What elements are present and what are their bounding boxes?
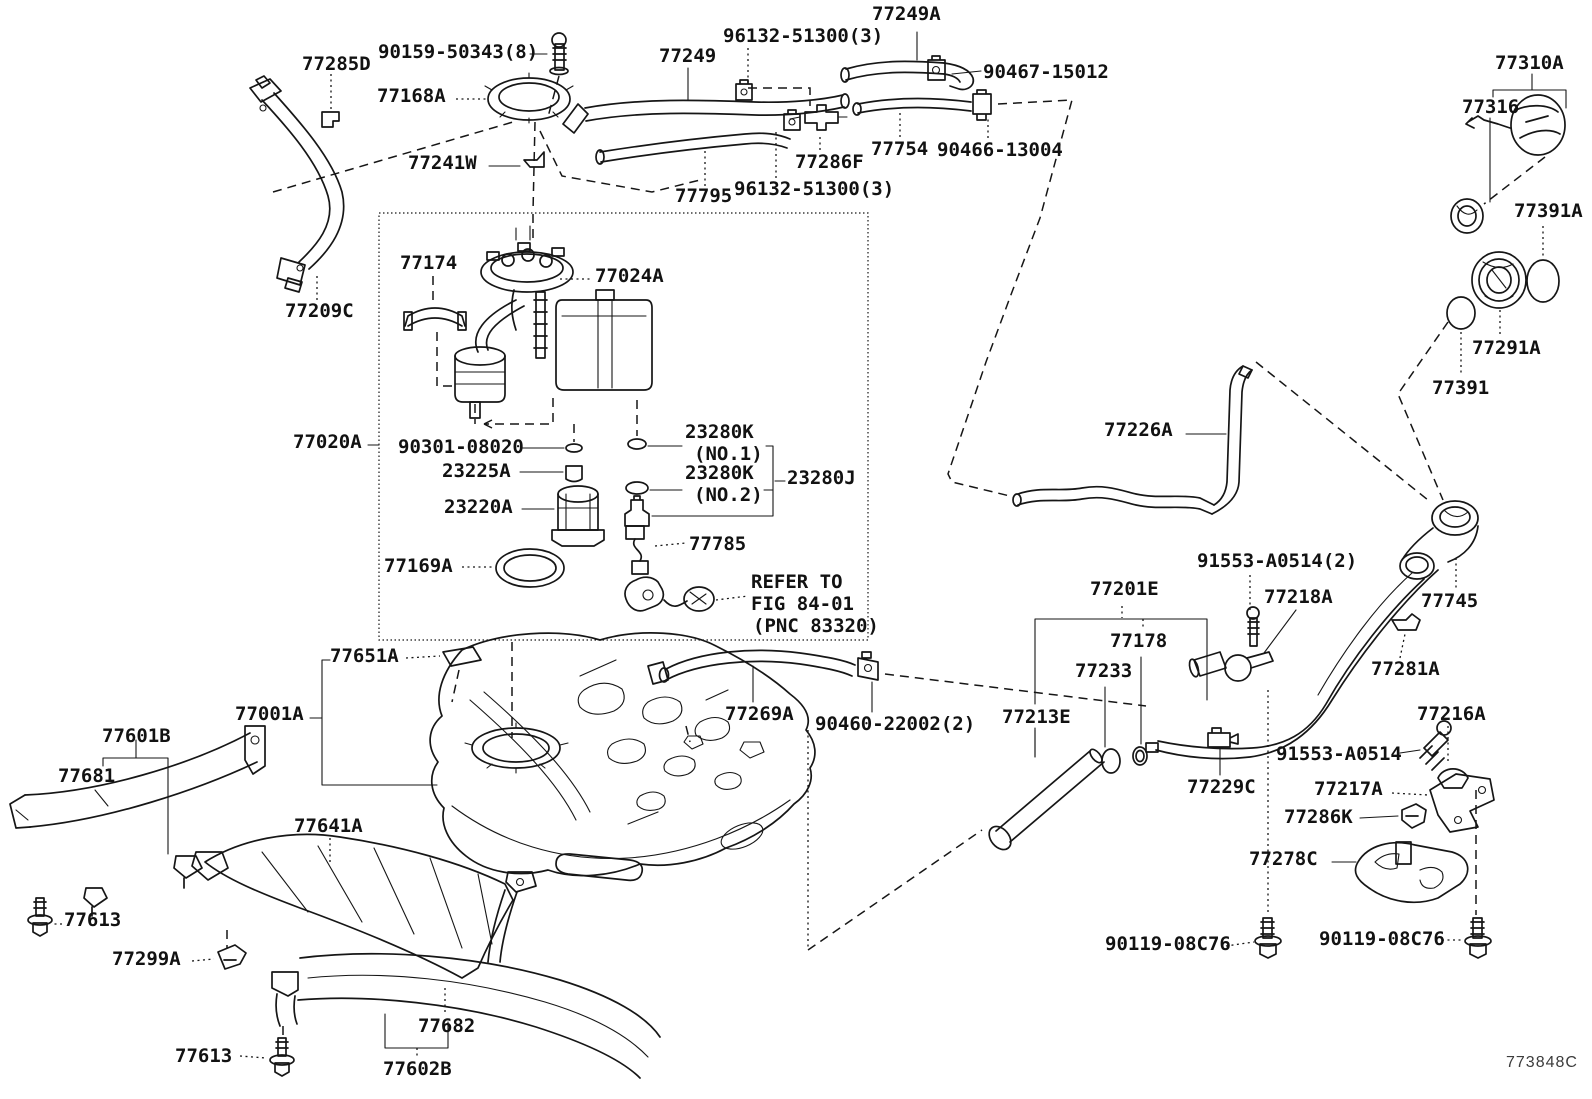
part-label-77001a-53: 77001A <box>235 703 304 725</box>
part-label-77226a-35: 77226A <box>1104 419 1173 441</box>
part-label-77168a-2: 77168A <box>377 85 446 107</box>
part-label-96132-51300-3-11: 96132-51300(3) <box>734 178 895 200</box>
part-label-77754-9: 77754 <box>871 138 929 160</box>
breather-tube-77226a-drawing <box>1013 362 1428 514</box>
part-label-pnc-83320-34: (PNC 83320) <box>753 615 879 637</box>
part-label-77785-31: 77785 <box>689 533 747 555</box>
part-label-77613-61: 77613 <box>175 1045 233 1067</box>
part-label-77178-38: 77178 <box>1110 630 1168 652</box>
fuel-pump-module-box-drawing <box>368 213 868 738</box>
part-label-90466-13004-10: 90466-13004 <box>937 139 1063 161</box>
part-label-77285d-0: 77285D <box>302 53 371 75</box>
part-label-77651a-52: 77651A <box>330 645 399 667</box>
part-label-90119-08c76-50: 90119-08C76 <box>1105 933 1231 955</box>
part-label-77213e-43: 77213E <box>1002 706 1071 728</box>
part-label-77217a-47: 77217A <box>1314 778 1383 800</box>
part-label-fig-84-01-33: FIG 84-01 <box>751 593 854 615</box>
part-label-90119-08c76-51: 90119-08C76 <box>1319 928 1445 950</box>
part-label-77291a-16: 77291A <box>1472 337 1541 359</box>
part-label-77391a-15: 77391A <box>1514 200 1583 222</box>
fuel-tank-77001a-drawing <box>310 633 982 962</box>
part-label-77229c-46: 77229C <box>1187 776 1256 798</box>
part-label-77286f-8: 77286F <box>795 151 864 173</box>
part-label-77269a-54: 77269A <box>725 703 794 725</box>
part-label-23280j-30: 23280J <box>787 467 856 489</box>
filler-pipe-brackets-drawing <box>1226 690 1494 958</box>
part-label-91553-a0514-44: 91553-A0514 <box>1276 743 1402 765</box>
tank-band-77682-and-shield-77602b-drawing <box>240 954 660 1078</box>
part-label-77216a-45: 77216A <box>1417 703 1486 725</box>
part-label-773848c-64: 773848C <box>1506 1054 1578 1071</box>
part-label-77209c-18: 77209C <box>285 300 354 322</box>
part-label-77795-12: 77795 <box>675 185 733 207</box>
filler-pipe-77745-drawing <box>885 501 1478 854</box>
part-label-23220a-24: 23220A <box>444 496 513 518</box>
part-label-90301-08020-22: 90301-08020 <box>398 436 524 458</box>
part-label-77281a-42: 77281A <box>1371 658 1440 680</box>
part-label-77218a-40: 77218A <box>1264 586 1333 608</box>
part-label-77201e-37: 77201E <box>1090 578 1159 600</box>
part-label-77249a-6: 77249A <box>872 3 941 25</box>
part-label-77391-17: 77391 <box>1432 377 1490 399</box>
part-label-96132-51300-3-5: 96132-51300(3) <box>723 25 884 47</box>
fuel-cap-77310a-drawing <box>1398 74 1566 500</box>
part-label-77310a-13: 77310A <box>1495 52 1564 74</box>
part-label-77641a-58: 77641A <box>294 815 363 837</box>
part-label-77233-39: 77233 <box>1075 660 1133 682</box>
part-label-77681-57: 77681 <box>58 765 116 787</box>
fuel-hoses-top-drawing <box>563 32 1072 497</box>
part-label-77169a-25: 77169A <box>384 555 453 577</box>
part-label-91553-a0514-2-36: 91553-A0514(2) <box>1197 550 1358 572</box>
tank-protector-77641a-drawing <box>192 726 690 978</box>
part-label-no-1-27: (NO.1) <box>694 443 763 465</box>
part-label-77249-4: 77249 <box>659 45 717 67</box>
part-label-77286k-48: 77286K <box>1284 806 1353 828</box>
part-label-90159-50343-8-1: 90159-50343(8) <box>378 41 539 63</box>
lock-ring-77168a-drawing <box>456 33 700 212</box>
part-label-77316-14: 77316 <box>1462 96 1520 118</box>
tank-band-77681-drawing <box>10 726 265 969</box>
part-label-77613-59: 77613 <box>64 909 122 931</box>
part-label-77745-41: 77745 <box>1421 590 1479 612</box>
part-label-refer-to-32: REFER TO <box>751 571 843 593</box>
part-label-23225a-23: 23225A <box>442 460 511 482</box>
part-label-77299a-60: 77299A <box>112 948 181 970</box>
part-label-77174-19: 77174 <box>400 252 458 274</box>
part-label-90467-15012-7: 90467-15012 <box>983 61 1109 83</box>
part-label-77601b-56: 77601B <box>102 725 171 747</box>
part-label-77602b-63: 77602B <box>383 1058 452 1080</box>
part-label-90460-22002-2-55: 90460-22002(2) <box>815 713 976 735</box>
part-label-no-2-29: (NO.2) <box>694 484 763 506</box>
part-label-23280k-28: 23280K <box>685 462 754 484</box>
tube-assembly-77209c-drawing <box>250 74 513 300</box>
part-label-77024a-20: 77024A <box>595 265 664 287</box>
part-label-77241w-3: 77241W <box>408 152 477 174</box>
part-label-23280k-26: 23280K <box>685 421 754 443</box>
part-label-77278c-49: 77278C <box>1249 848 1318 870</box>
part-label-77682-62: 77682 <box>418 1015 476 1037</box>
part-label-77020a-21: 77020A <box>293 431 362 453</box>
